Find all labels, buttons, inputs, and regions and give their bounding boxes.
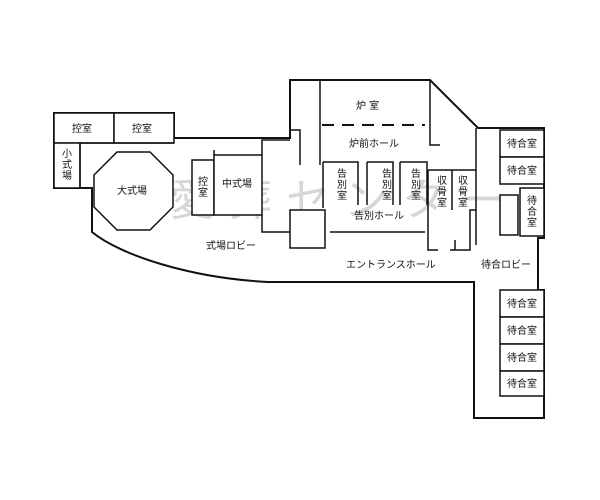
label-machiai-1: 待合室 <box>507 137 537 150</box>
label-machiai-3c: 室 <box>527 216 537 229</box>
label-shukotsu-1b: 骨 <box>437 186 447 198</box>
label-kokubetsu-2b: 別 <box>382 179 392 191</box>
label-kokubetsu-1b: 別 <box>337 179 347 191</box>
label-kokubetsu-2a: 告 <box>382 167 392 180</box>
label-hikae-3b: 室 <box>198 186 208 199</box>
label-hikae-2: 控室 <box>132 122 152 135</box>
label-hikae-1: 控室 <box>72 122 92 135</box>
label-kokubetsu-1c: 室 <box>337 189 347 202</box>
kokubetsu-room-2 <box>366 161 394 205</box>
partition-wall <box>290 129 301 165</box>
machiai-room-2 <box>499 156 545 185</box>
machiai-room-6 <box>499 343 545 372</box>
chushikijo-room <box>213 154 263 216</box>
label-shoshikijo-2: 式 <box>62 158 72 171</box>
label-machiai-7: 待合室 <box>507 377 537 390</box>
label-machiai-6: 待合室 <box>507 351 537 364</box>
label-shukotsu-2a: 収 <box>458 175 468 187</box>
label-ro-shitsu: 炉 室 <box>356 99 379 112</box>
label-kokubetsu-3a: 告 <box>411 167 421 180</box>
label-shoshikijo-3: 場 <box>62 169 72 182</box>
label-machiai-4: 待合室 <box>507 297 537 310</box>
kokubetsu-room-1 <box>322 161 359 208</box>
small-room <box>289 209 326 249</box>
daishikijo-room <box>93 151 174 231</box>
label-daishikijo: 大式場 <box>117 184 147 197</box>
hikae-room-1 <box>53 112 115 144</box>
label-kokubetsu-1a: 告 <box>337 167 347 180</box>
label-entrance-hall: エントランスホール <box>346 259 436 271</box>
label-chushikijo: 中式場 <box>222 177 252 190</box>
machiai-room-7 <box>499 370 545 397</box>
label-shukotsu-2b: 骨 <box>458 186 468 198</box>
label-machiai-2: 待合室 <box>507 164 537 177</box>
partition-wall <box>261 139 290 155</box>
machiai-room-3 <box>519 187 545 237</box>
partition-wall <box>261 215 290 233</box>
label-shukotsu-1c: 室 <box>437 196 447 209</box>
machiai-room-5 <box>499 316 545 345</box>
label-rozen-hall: 炉前ホール <box>349 137 399 150</box>
label-machiai-3b: 合 <box>527 205 537 218</box>
label-shukotsu-1a: 収 <box>437 175 447 187</box>
shoshikijo-room <box>53 142 81 189</box>
label-shukotsu-2c: 室 <box>458 196 468 209</box>
label-kokubetsu-2c: 室 <box>382 189 392 202</box>
label-machiai-5: 待合室 <box>507 324 537 337</box>
label-machiai-lobby: 待合ロビー <box>481 258 531 271</box>
furnace-wall <box>429 80 440 146</box>
label-kokubetsu-hall: 告別ホール <box>354 209 404 222</box>
label-shoshikijo-1: 小 <box>62 148 72 160</box>
label-machiai-3a: 待 <box>527 194 537 207</box>
shukotsu-rooms <box>427 169 476 251</box>
label-kokubetsu-3c: 室 <box>411 189 421 202</box>
storage-room <box>499 194 519 236</box>
label-kokubetsu-3b: 別 <box>411 179 421 191</box>
label-hikae-3a: 控 <box>198 175 208 188</box>
machiai-room-4 <box>499 289 545 318</box>
label-shikijo-lobby: 式場ロビー <box>206 239 256 252</box>
outer-wall <box>53 79 545 419</box>
machiai-room-1 <box>499 129 545 158</box>
kokubetsu-room-3 <box>399 161 428 205</box>
